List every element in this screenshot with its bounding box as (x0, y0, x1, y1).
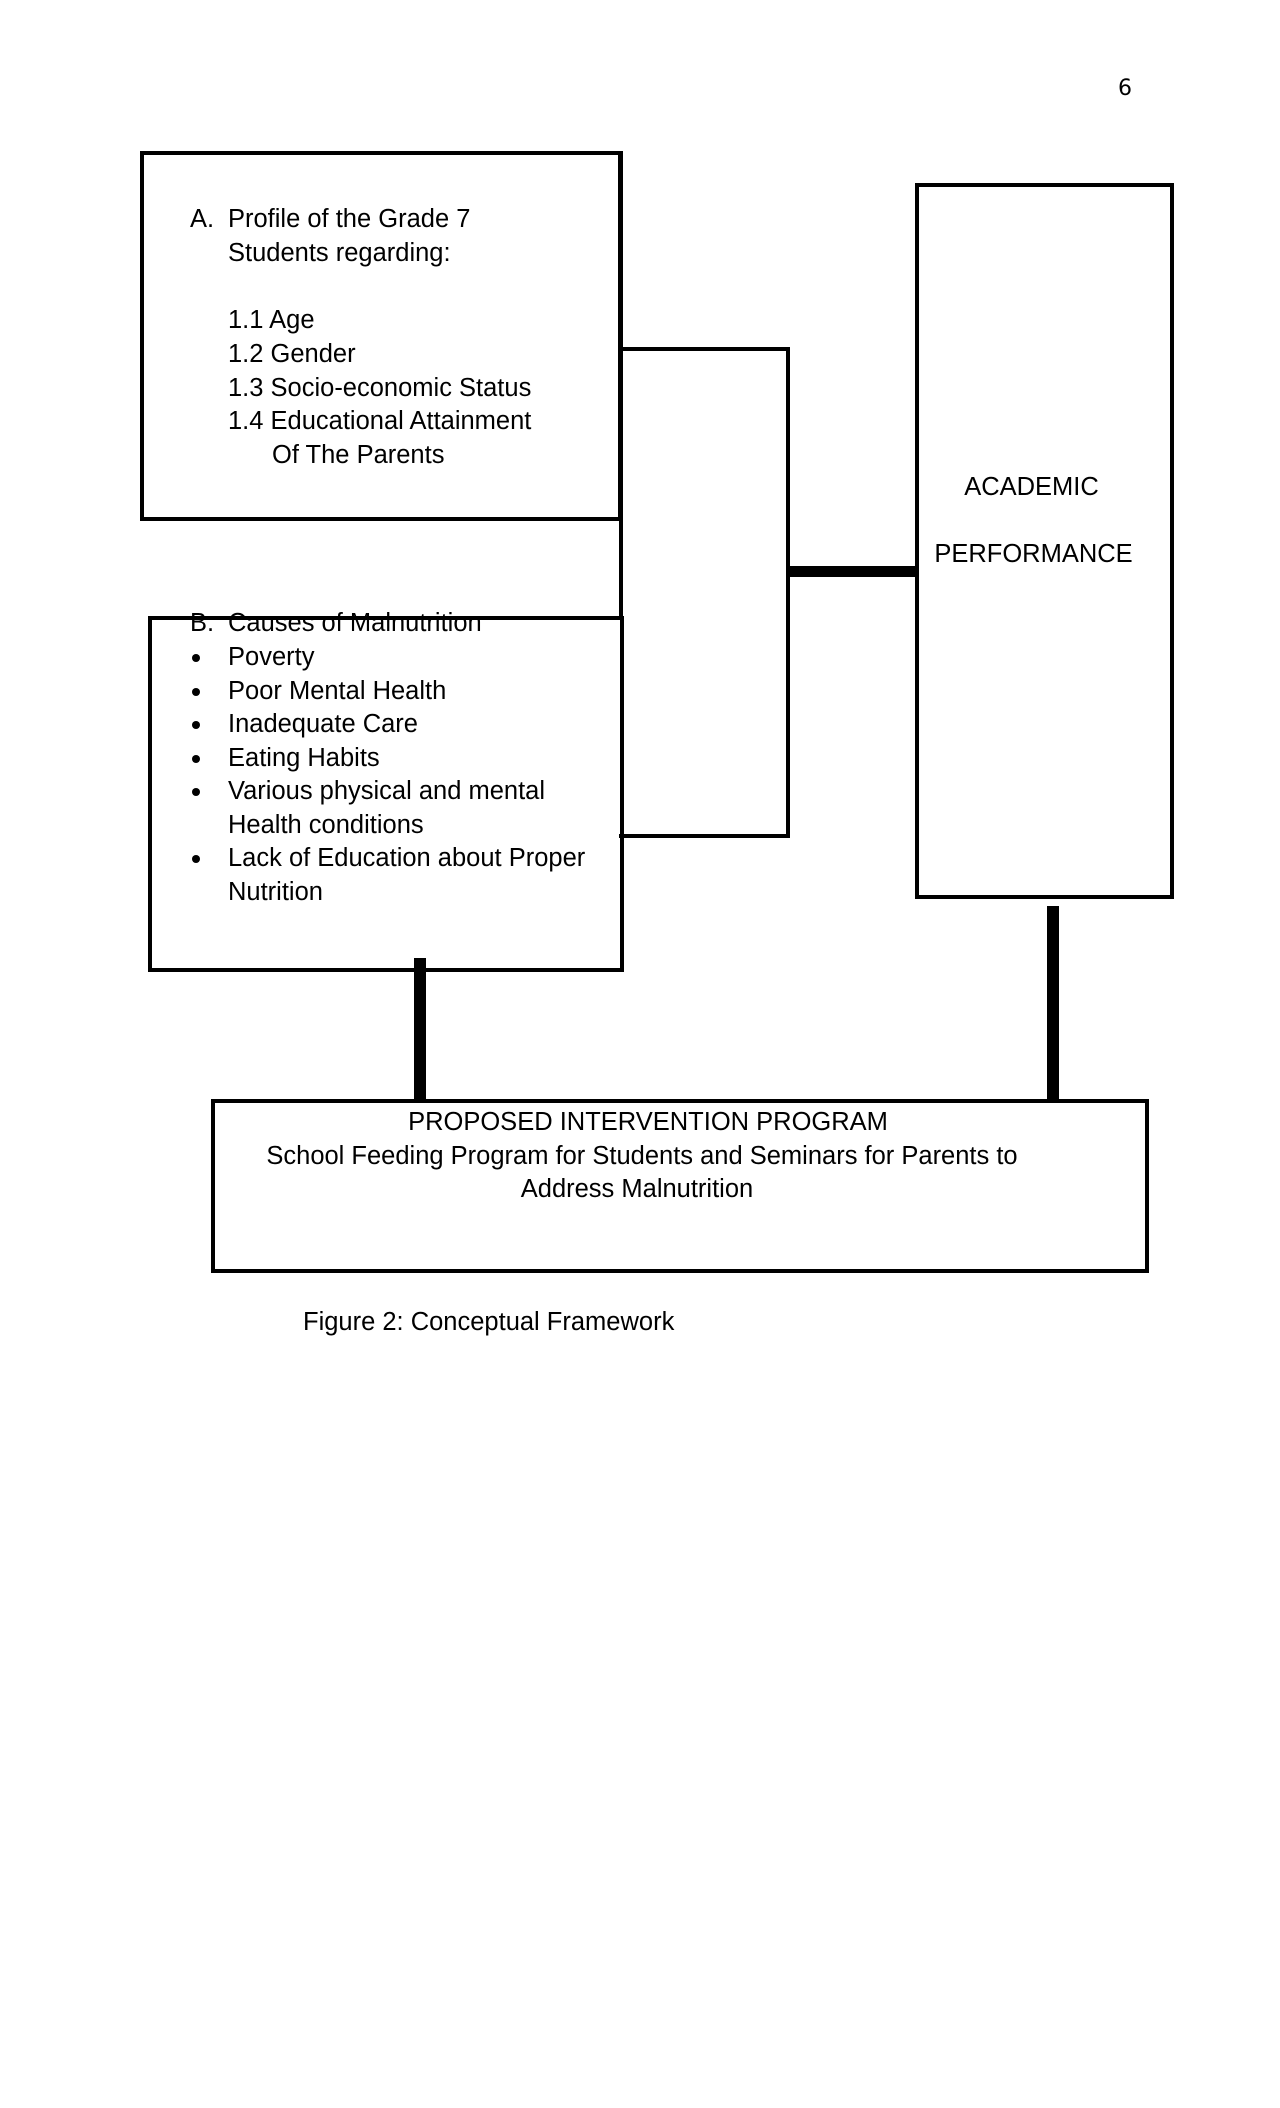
page-number: 6 (1118, 76, 1132, 101)
connector-to-outcome (788, 566, 918, 577)
cause-item-physical-mental: Various physical and mental (228, 777, 546, 805)
profile-item-education-continuation: Of The Parents (272, 441, 445, 469)
cause-item-eating-habits: Eating Habits (228, 744, 380, 772)
connector-causes-to-intervention (414, 958, 426, 1103)
outcome-line1: ACADEMIC (964, 473, 1099, 501)
connector-bottom-horizontal (619, 834, 789, 838)
cause-item-education: Lack of Education about Proper (228, 844, 586, 872)
academic-performance-box (915, 183, 1174, 899)
profile-item-socioeconomic: 1.3 Socio-economic Status (228, 374, 532, 402)
cause-item-physical-mental-continuation: Health conditions (228, 811, 424, 839)
intervention-line2: Address Malnutrition (520, 1175, 754, 1203)
profile-heading-line1: Profile of the Grade 7 (228, 205, 471, 233)
bullet-dot (192, 654, 200, 662)
cause-item-poverty: Poverty (228, 643, 315, 671)
bullet-dot (192, 721, 200, 729)
connector-top-horizontal (619, 347, 789, 351)
figure-caption: Figure 2: Conceptual Framework (303, 1308, 675, 1336)
outcome-line2: PERFORMANCE (934, 540, 1133, 568)
connector-vertical-right (786, 347, 790, 838)
bullet-dot (192, 755, 200, 763)
causes-heading: Causes of Malnutrition (228, 609, 482, 637)
cause-item-education-continuation: Nutrition (228, 878, 323, 906)
cause-item-mental-health: Poor Mental Health (228, 677, 447, 705)
connector-outcome-to-intervention (1047, 906, 1059, 1103)
cause-item-inadequate-care: Inadequate Care (228, 710, 418, 738)
intervention-title: PROPOSED INTERVENTION PROGRAM (408, 1108, 888, 1136)
bullet-dot (192, 855, 200, 863)
causes-box (148, 616, 624, 972)
profile-item-age: 1.1 Age (228, 306, 315, 334)
profile-item-gender: 1.2 Gender (228, 340, 356, 368)
causes-marker: B. (190, 609, 215, 637)
profile-marker: A. (190, 205, 215, 233)
intervention-box (211, 1099, 1149, 1273)
profile-item-education: 1.4 Educational Attainment (228, 407, 532, 435)
bullet-dot (192, 788, 200, 796)
profile-heading-line2: Students regarding: (228, 239, 451, 267)
connector-vertical-left (619, 151, 623, 617)
intervention-line1: School Feeding Program for Students and … (266, 1142, 1018, 1170)
bullet-dot (192, 688, 200, 696)
